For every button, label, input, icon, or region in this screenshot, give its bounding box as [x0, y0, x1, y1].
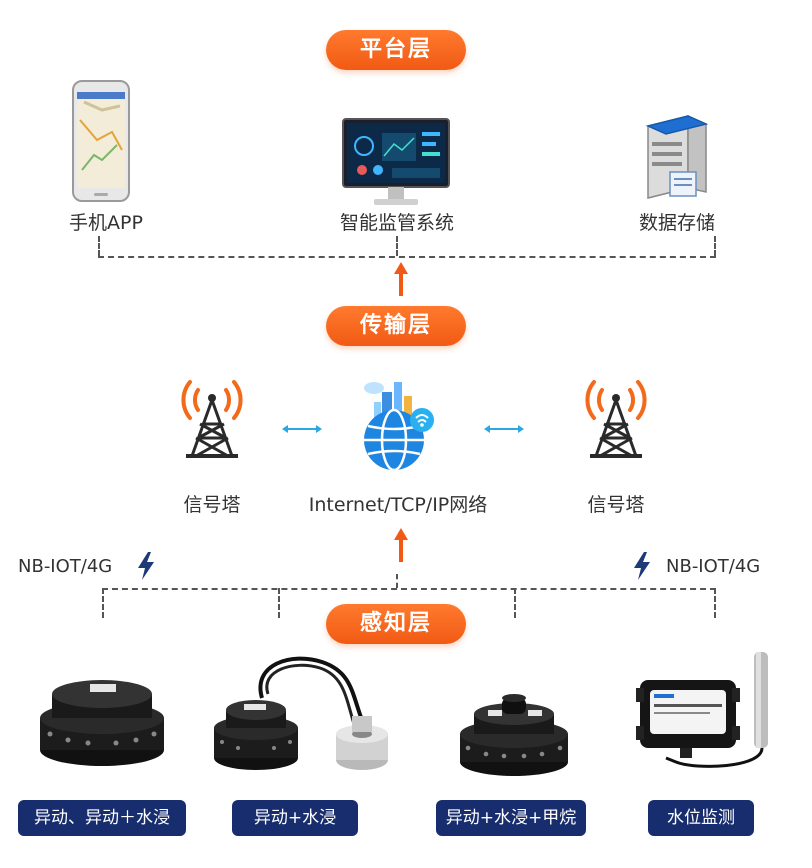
server-icon [645, 114, 709, 199]
platform-bracket-line [98, 256, 716, 258]
data-storage-label: 数据存储 [638, 212, 715, 234]
perception-bracket-d1 [102, 588, 104, 618]
arrow-up-icon [394, 528, 408, 562]
signal-tower-left-label: 信号塔 [183, 494, 241, 516]
device-label-1: 异动、异动＋水浸 [18, 800, 186, 836]
perception-layer-badge: 感知层 [326, 604, 466, 644]
device-label-3: 异动+水浸+甲烷 [436, 800, 586, 836]
sensor-device-icon [40, 680, 164, 766]
lightning-icon [138, 552, 154, 580]
bidirectional-arrow-icon [282, 425, 322, 433]
platform-bracket-right [714, 236, 716, 256]
perception-bracket-d4 [714, 588, 716, 618]
sensor-device-icon [460, 694, 568, 776]
arrow-up-icon [394, 262, 408, 296]
perception-bracket-d3 [514, 588, 516, 618]
water-level-sensor-icon [636, 652, 768, 768]
sensor-with-probe-icon [214, 656, 388, 770]
phone-app-label: 手机APP [69, 212, 143, 234]
transport-layer-badge: 传输层 [326, 306, 466, 346]
internet-network-label: Internet/TCP/IP网络 [308, 494, 488, 516]
signal-tower-icon [585, 380, 647, 458]
perception-bracket-d2 [278, 588, 280, 618]
device-label-4: 水位监测 [648, 800, 754, 836]
bidirectional-arrow-icon [484, 425, 524, 433]
signal-tower-icon [181, 380, 243, 458]
connection-label-left: NB-IOT/4G [18, 556, 113, 577]
perception-bracket-mid [396, 574, 398, 588]
internet-globe-icon [364, 382, 434, 472]
monitor-system-label: 智能监管系统 [339, 212, 454, 234]
lightning-icon [634, 552, 650, 580]
phone-icon [72, 80, 130, 202]
device-label-2: 异动+水浸 [232, 800, 358, 836]
monitor-icon [342, 118, 450, 205]
platform-bracket-mid [396, 236, 398, 256]
connection-label-right: NB-IOT/4G [666, 556, 761, 577]
signal-tower-right-label: 信号塔 [587, 494, 645, 516]
platform-bracket-left [98, 236, 100, 256]
platform-layer-badge: 平台层 [326, 30, 466, 70]
perception-bracket-line [102, 588, 716, 590]
